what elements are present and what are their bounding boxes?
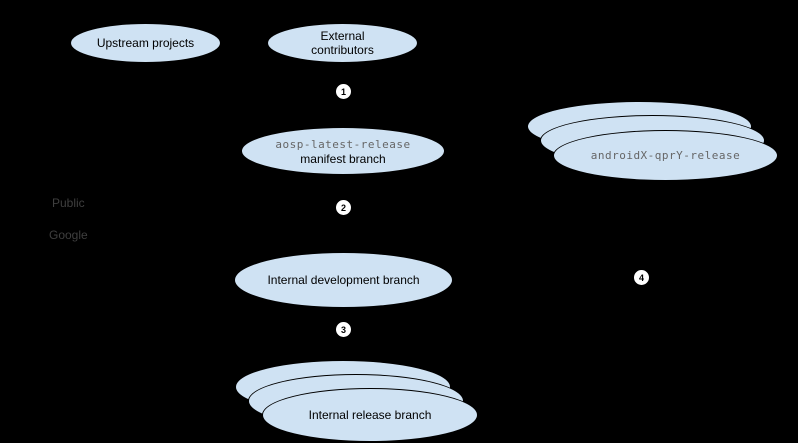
external-contributors-node: External contributors — [267, 23, 418, 63]
aosp-manifest-branch-label: manifest branch — [300, 151, 386, 166]
step-3-badge: 3 — [336, 322, 351, 337]
stack-layer-front: androidX-qprY-release — [553, 130, 778, 181]
aosp-manifest-branch-node: aosp-latest-release manifest branch — [241, 127, 445, 175]
internal-development-branch-node: Internal development branch — [234, 252, 453, 308]
androidx-qpr-release-label: androidX-qprY-release — [590, 149, 741, 162]
internal-development-branch-label: Internal development branch — [267, 273, 420, 287]
upstream-projects-node: Upstream projects — [70, 23, 221, 63]
external-contributors-label-line1: External — [320, 29, 365, 43]
external-contributors-label-line2: contributors — [311, 43, 374, 57]
public-section-label: Public — [52, 196, 85, 210]
aosp-branch-code-label: aosp-latest-release — [275, 137, 411, 151]
step-4-badge: 4 — [634, 270, 649, 285]
step-2-badge: 2 — [336, 200, 351, 215]
step-1-badge: 1 — [336, 84, 351, 99]
google-section-label: Google — [49, 228, 88, 242]
upstream-projects-label: Upstream projects — [96, 36, 195, 50]
stack-layer-front: Internal release branch — [262, 388, 478, 442]
internal-release-branch-label: Internal release branch — [308, 408, 432, 422]
